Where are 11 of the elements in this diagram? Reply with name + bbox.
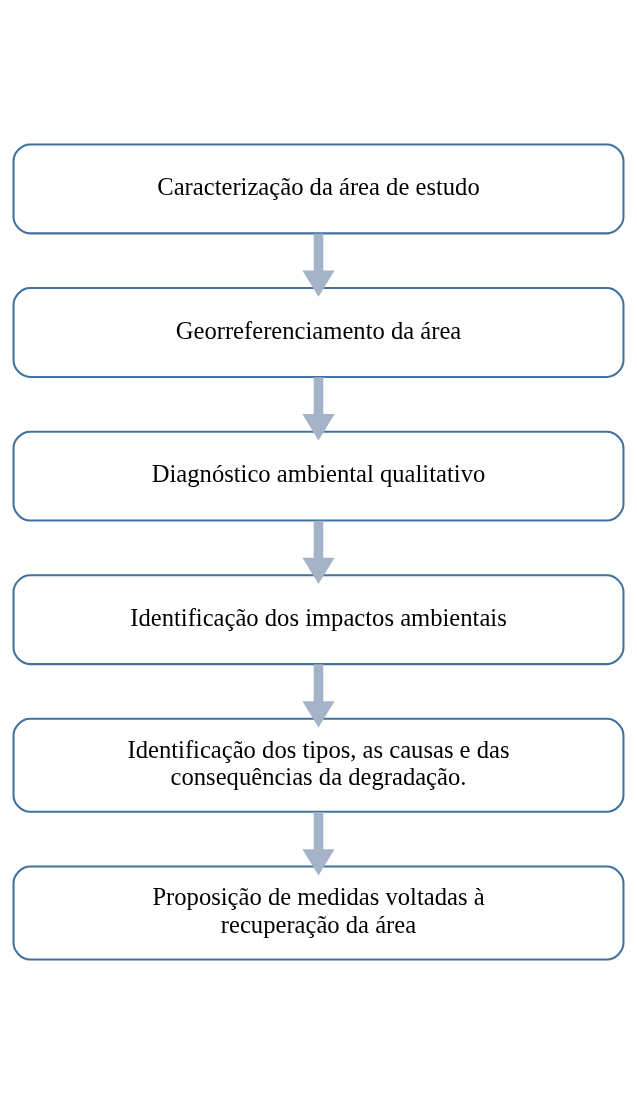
arrow <box>302 663 335 728</box>
node-box: Caracterização da área de estudo <box>12 142 625 234</box>
arrow <box>302 233 335 297</box>
node-box: Diagnóstico ambiental qualitativo <box>12 430 625 522</box>
node-box: Georreferenciamento da área <box>12 286 625 378</box>
node-box: Identificação dos impactos ambientais <box>12 573 625 665</box>
node-box: Identificação dos tipos, as causas e das consequências da degradação. <box>12 717 625 813</box>
arrow <box>302 376 335 440</box>
arrow <box>302 520 335 584</box>
node-box: Proposição de medidas voltadas à recuperação da área <box>12 865 625 961</box>
arrow <box>302 811 335 876</box>
